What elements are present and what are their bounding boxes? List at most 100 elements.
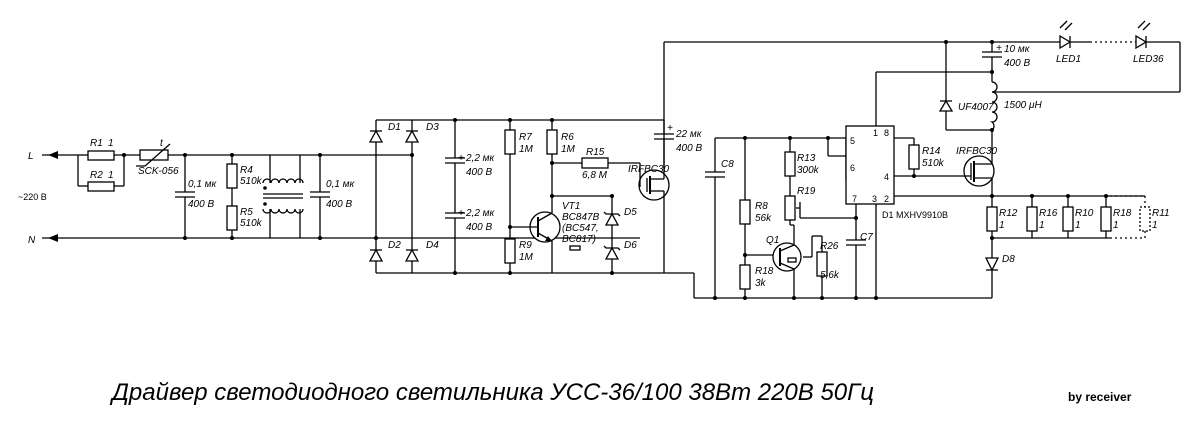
thermistor: t SCK-056 [136, 138, 320, 177]
volt-c-in2: 400 В [326, 199, 352, 210]
label-r9: R9 [519, 240, 532, 251]
ic-pin-7: 7 [852, 194, 857, 204]
resistor-r18-3k [739, 264, 751, 290]
label-thermistor-t: t [160, 138, 164, 149]
label-d4: D4 [426, 240, 439, 251]
shunt-resistors: R12 1 R16 1 R10 1 R18 1 R11 1 [986, 194, 1170, 258]
label-c7: C7 [860, 232, 873, 243]
label-r15: R15 [586, 147, 605, 158]
label-r14: R14 [922, 146, 941, 157]
capacitor-input-2: 0,1 мк 400 В [310, 153, 412, 240]
label-r19: R19 [797, 186, 816, 197]
volt-c22: 400 В [676, 143, 702, 154]
label-r1: R1 [90, 138, 103, 149]
value-r8: 56k [755, 213, 772, 224]
plus-c2: + [458, 208, 464, 219]
value-c-filt2: 2,2 мк [465, 208, 496, 219]
value-r7: 1M [519, 144, 534, 155]
resistor-r10 [1062, 206, 1074, 232]
value-c-in1: 0,1 мк [188, 179, 218, 190]
arrow-in-n [48, 234, 58, 242]
value-r18a: 3k [755, 278, 767, 289]
label-r6: R6 [561, 132, 574, 143]
plus-c22: + [667, 123, 673, 134]
value-r14: 510k [922, 158, 945, 169]
label-uf4007: UF4007 [958, 102, 994, 113]
resistor-r7 [504, 129, 516, 155]
resistor-r9 [504, 238, 516, 264]
value-cout: 10 мк [1004, 44, 1031, 55]
resistor-r2 [87, 181, 115, 192]
output-stage: UF4007 + 10 мк 400 В 1500 μH [938, 40, 1043, 132]
label-r16: R16 [1039, 208, 1058, 219]
startup-circuit: R7 1M R9 1M R6 1M R15 6,8 M VT1 BC847B (… [504, 118, 640, 275]
ic-pin-8: 8 [884, 128, 889, 138]
model-vt1: BC847B [562, 212, 600, 223]
plus-cout: + [996, 43, 1002, 54]
label-c8: C8 [721, 159, 734, 170]
resistor-r18-shunt [1100, 206, 1112, 232]
ic-pin-4: 4 [884, 172, 889, 182]
ic-pin-2: 2 [884, 194, 889, 204]
resistor-r1 [87, 150, 115, 161]
resistor-r15 [581, 157, 609, 169]
label-d1: D1 [388, 122, 401, 133]
label-ic: D1 MXHV9910B [882, 210, 948, 220]
value-r16: 1 [1039, 220, 1045, 231]
arrow-in-l [48, 151, 58, 159]
resistor-r16 [1026, 206, 1038, 232]
resistor-r8 [739, 199, 751, 225]
label-led36: LED36 [1133, 54, 1164, 65]
trimmer-r19 [784, 195, 796, 221]
value-r26: 5,6k [820, 270, 840, 281]
value-r5: 510k [240, 218, 263, 229]
value-c-filt1: 2,2 мк [465, 153, 496, 164]
volt-c-in1: 400 В [188, 199, 214, 210]
label-r10: R10 [1075, 208, 1094, 219]
label-q-top: IRFBC30 [628, 164, 670, 175]
resistor-r1-r2: R1 1 R2 1 [77, 138, 140, 192]
label-neutral: N [28, 235, 36, 246]
zener-diodes: D5 D6 [603, 194, 637, 275]
resistor-r13 [784, 151, 796, 177]
alt2-vt1: BC817) [562, 234, 596, 245]
ic-pin-3: 3 [872, 194, 877, 204]
label-led1: LED1 [1056, 54, 1081, 65]
diode-d8: D8 [984, 254, 1015, 298]
label-r4: R4 [240, 165, 253, 176]
label-thermistor-model: SCK-056 [138, 166, 179, 177]
volt-cout: 400 В [1004, 58, 1030, 69]
diagram-title: Драйвер светодиодного светильника УСС-36… [109, 379, 874, 406]
resistor-r12 [986, 206, 998, 232]
ic-mxhv9910b: 1 8 5 6 4 7 3 2 D1 MXHV9910B [845, 71, 1145, 300]
label-r18-shunt: R18 [1113, 208, 1132, 219]
label-r13: R13 [797, 153, 816, 164]
label-r12: R12 [999, 208, 1018, 219]
label-r8: R8 [755, 201, 768, 212]
label-r18a: R18 [755, 266, 774, 277]
label-inductor: 1500 μH [1004, 100, 1043, 111]
label-line: L [28, 151, 34, 162]
label-r26: R26 [820, 241, 839, 252]
resistor-r11 [1139, 206, 1151, 232]
value-r4: 510k [240, 176, 263, 187]
value-c-in2: 0,1 мк [326, 179, 356, 190]
resistor-r14: R14 510k [908, 138, 945, 178]
value-r10: 1 [1075, 220, 1081, 231]
alt1-vt1: (BC547, [562, 223, 599, 234]
value-r9: 1M [519, 252, 534, 263]
value-r6: 1M [561, 144, 576, 155]
value-c22: 22 мк [675, 129, 703, 140]
label-vt1: VT1 [562, 201, 580, 212]
value-r11: 1 [1152, 220, 1158, 231]
common-mode-choke [262, 155, 304, 238]
label-q1: Q1 [766, 235, 779, 246]
value-r18-shunt: 1 [1113, 220, 1119, 231]
value-r1: 1 [108, 138, 114, 149]
label-q-main: IRFBC30 [956, 146, 998, 157]
label-d5: D5 [624, 207, 637, 218]
label-d2: D2 [388, 240, 401, 251]
author-credit: by receiver [1068, 390, 1132, 404]
